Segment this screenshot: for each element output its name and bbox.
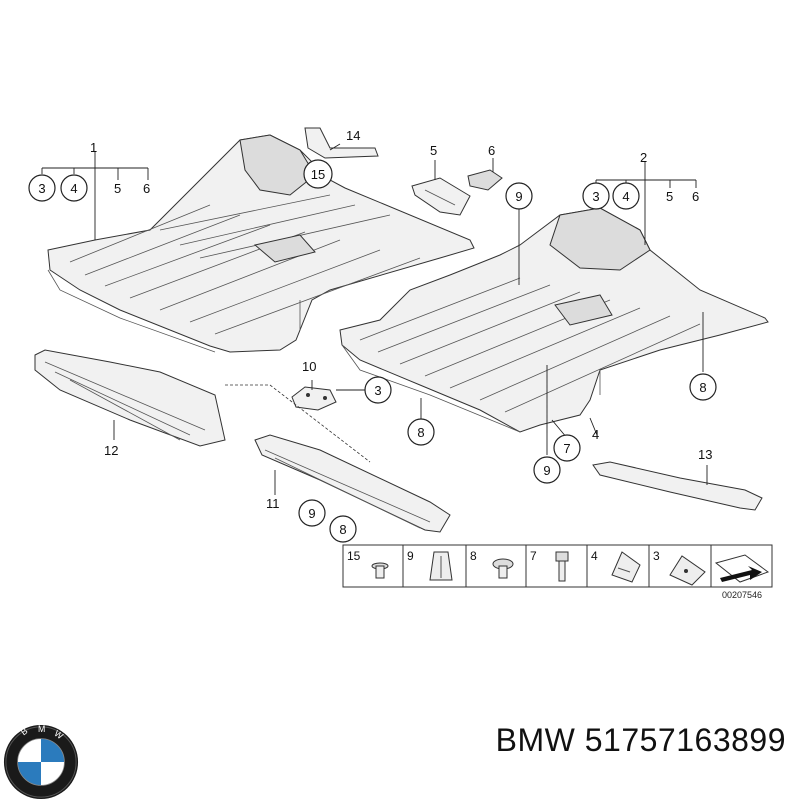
bolt-7-icon bbox=[555, 551, 569, 582]
screw-15-icon bbox=[371, 562, 389, 579]
part-title: BMW 51757163899 bbox=[495, 722, 786, 758]
diagram-code: 00207546 bbox=[722, 590, 762, 600]
callout-2-3: 3 bbox=[592, 189, 599, 204]
callout-1-6: 6 bbox=[143, 181, 150, 196]
callout-2: 2 bbox=[640, 150, 647, 165]
callout-3-mid: 3 bbox=[374, 383, 381, 398]
legend-9: 9 bbox=[407, 549, 414, 563]
callout-14: 14 bbox=[346, 128, 360, 143]
clip-10 bbox=[291, 386, 337, 411]
callout-8-left: 8 bbox=[339, 522, 346, 537]
underbody-panel-front bbox=[47, 134, 475, 353]
callout-12: 12 bbox=[104, 443, 118, 458]
svg-text:M: M bbox=[38, 724, 45, 734]
callout-labels: 1 3 4 5 6 14 15 5 6 2 3 4 5 6 9 10 3 8 8… bbox=[28, 128, 717, 543]
side-panel-12 bbox=[34, 349, 226, 447]
fastener-legend: 15 9 8 7 4 3 bbox=[342, 544, 773, 600]
bmw-logo-icon: B M W bbox=[3, 724, 79, 800]
callout-6: 6 bbox=[488, 143, 495, 158]
callout-10: 10 bbox=[302, 359, 316, 374]
svg-text:B: B bbox=[19, 726, 30, 738]
clip-4-icon bbox=[611, 551, 641, 583]
callout-11: 11 bbox=[266, 496, 280, 511]
strip-13 bbox=[592, 461, 763, 511]
callout-4-low: 4 bbox=[592, 427, 599, 442]
callout-5: 5 bbox=[430, 143, 437, 158]
callout-13: 13 bbox=[698, 447, 712, 462]
callout-9-left: 9 bbox=[308, 506, 315, 521]
callout-1-5: 5 bbox=[114, 181, 121, 196]
callout-1-4: 4 bbox=[70, 181, 77, 196]
callout-1-3: 3 bbox=[38, 181, 45, 196]
callout-1: 1 bbox=[90, 140, 97, 155]
callout-2-4: 4 bbox=[622, 189, 629, 204]
arrow-direction-icon bbox=[714, 554, 770, 583]
callout-2-6: 6 bbox=[692, 189, 699, 204]
plug-9-icon bbox=[429, 551, 453, 581]
cover-5 bbox=[411, 177, 471, 216]
callout-2-5: 5 bbox=[666, 189, 673, 204]
nut-clip-3-icon bbox=[669, 555, 706, 586]
callout-15: 15 bbox=[311, 167, 325, 182]
underbody-panel-rear bbox=[339, 207, 769, 433]
callout-9-top: 9 bbox=[515, 189, 522, 204]
cross-member-11 bbox=[254, 434, 451, 533]
cap-6 bbox=[467, 169, 503, 191]
legend-4: 4 bbox=[591, 549, 598, 563]
callout-7: 7 bbox=[563, 441, 570, 456]
bracket-14 bbox=[304, 127, 379, 159]
callout-8-mid: 8 bbox=[417, 425, 424, 440]
legend-3: 3 bbox=[653, 549, 660, 563]
legend-8: 8 bbox=[470, 549, 477, 563]
callout-9-low: 9 bbox=[543, 463, 550, 478]
callout-8-right: 8 bbox=[699, 380, 706, 395]
legend-15: 15 bbox=[347, 549, 361, 563]
rivet-8-icon bbox=[492, 558, 514, 579]
legend-7: 7 bbox=[530, 549, 537, 563]
